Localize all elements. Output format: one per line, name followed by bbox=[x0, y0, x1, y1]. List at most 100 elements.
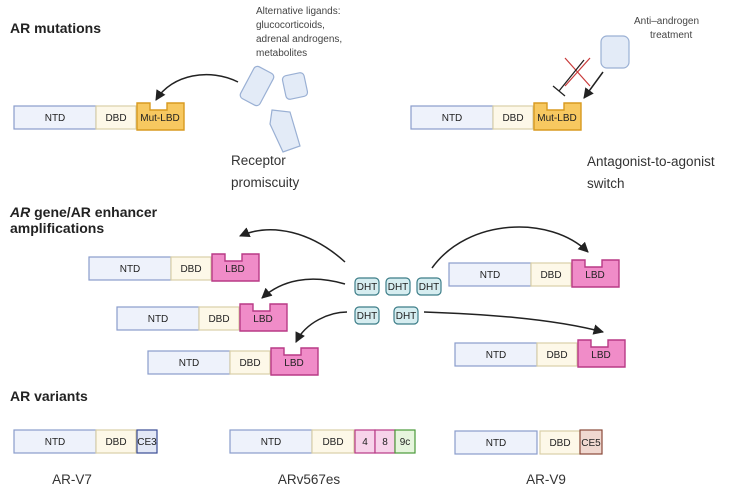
arrow-ligand-to-receptor bbox=[155, 73, 239, 101]
lbd-box bbox=[211, 253, 260, 282]
dbd-box bbox=[229, 350, 271, 375]
dht-ligand bbox=[416, 277, 442, 296]
dbd-label: DBD bbox=[502, 113, 523, 124]
ligands-note-line2: glucocorticoids, bbox=[256, 20, 325, 31]
ce5-exon-label: CE5 bbox=[581, 438, 601, 449]
inhibition-line bbox=[558, 59, 585, 92]
exon-9c-box bbox=[394, 429, 416, 454]
lbd-label: LBD bbox=[253, 314, 272, 325]
heading-amplifications-line1: AR gene/AR enhancer bbox=[9, 204, 158, 220]
dbd-label: DBD bbox=[105, 437, 126, 448]
dbd-label: DBD bbox=[540, 270, 561, 281]
mut-lbd-label: Mut-LBD bbox=[537, 113, 576, 124]
inhibition-bar bbox=[552, 85, 566, 97]
dht-ligand bbox=[393, 306, 419, 325]
caption-receptor-line2: promiscuity bbox=[231, 175, 300, 190]
lbd-label: LBD bbox=[225, 264, 244, 275]
mut-lbd-box bbox=[533, 102, 582, 131]
arrow-dht-to-receptor-2 bbox=[261, 278, 346, 299]
amplification-group: NTD DBD LBD NTD DBD LBD NTD DBD LBD NTD … bbox=[88, 226, 626, 376]
lbd-label: LBD bbox=[585, 270, 604, 281]
ntd-label: NTD bbox=[148, 314, 169, 325]
ntd-label: NTD bbox=[442, 113, 463, 124]
dbd-label: DBD bbox=[549, 438, 570, 449]
arrow-dht-to-receptor-5 bbox=[423, 311, 605, 335]
variant-name-ar-v7: AR-V7 bbox=[52, 472, 92, 487]
ntd-label: NTD bbox=[120, 264, 141, 275]
mutation-right-group: Anti–androgen treatment NTD DBD Mut-LBD … bbox=[410, 16, 715, 191]
heading-ar-variants: AR variants bbox=[10, 388, 88, 404]
ntd-label: NTD bbox=[45, 437, 66, 448]
variant-ar-v9: NTD DBD CE5 AR-V9 bbox=[454, 429, 603, 487]
mut-lbd-box bbox=[136, 102, 185, 131]
dbd-box bbox=[198, 306, 240, 331]
red-cross-line-2 bbox=[564, 57, 591, 87]
arrow-dht-to-receptor-4 bbox=[431, 226, 589, 269]
dbd-label: DBD bbox=[239, 358, 260, 369]
ntd-label: NTD bbox=[261, 437, 282, 448]
variant-arv567es: NTD DBD 4 8 9c ARv567es bbox=[229, 429, 416, 487]
ligands-note-line1: Alternative ligands: bbox=[256, 6, 341, 17]
variant-name-ar-v9: AR-V9 bbox=[526, 472, 566, 487]
ligand-shape-wedge bbox=[269, 109, 301, 153]
ntd-label: NTD bbox=[486, 350, 507, 361]
treatment-note-line1: Anti–androgen bbox=[634, 16, 699, 27]
ligands-note-line3: adrenal androgens, bbox=[256, 34, 342, 45]
exon-8-label: 8 bbox=[382, 437, 388, 448]
dht-ligand bbox=[354, 277, 380, 296]
dht-ligand bbox=[354, 306, 380, 325]
dht-label: DHT bbox=[396, 311, 417, 322]
mut-lbd-label: Mut-LBD bbox=[140, 113, 179, 124]
mutation-left-group: Alternative ligands: glucocorticoids, ad… bbox=[13, 6, 342, 190]
ntd-label: NTD bbox=[179, 358, 200, 369]
antiandrogen-shape bbox=[600, 35, 630, 69]
ce3-exon-box bbox=[136, 429, 158, 454]
treatment-note-line2: treatment bbox=[650, 30, 692, 41]
ntd-label: NTD bbox=[480, 270, 501, 281]
dht-label: DHT bbox=[357, 282, 378, 293]
exon-4-label: 4 bbox=[362, 437, 368, 448]
heading-amplifications-italic: AR bbox=[9, 204, 31, 220]
lbd-box bbox=[571, 259, 620, 288]
exon-9c-label: 9c bbox=[400, 437, 411, 448]
dbd-label: DBD bbox=[546, 350, 567, 361]
variant-ar-v7: NTD DBD CE3 AR-V7 bbox=[13, 429, 158, 487]
ligands-note-line4: metabolites bbox=[256, 48, 307, 59]
caption-receptor-line1: Receptor bbox=[231, 153, 286, 168]
dbd-box bbox=[536, 342, 578, 367]
arrow-dht-to-receptor-1 bbox=[239, 227, 346, 263]
ntd-label: NTD bbox=[45, 113, 66, 124]
caption-switch-line1: Antagonist-to-agonist bbox=[587, 154, 715, 169]
ce5-exon-box bbox=[579, 429, 603, 455]
lbd-label: LBD bbox=[284, 358, 303, 369]
heading-ar-mutations: AR mutations bbox=[10, 20, 101, 36]
lbd-box bbox=[270, 347, 319, 376]
dbd-box bbox=[492, 105, 534, 130]
dht-label: DHT bbox=[357, 311, 378, 322]
arrow-treatment-to-receptor bbox=[583, 71, 604, 99]
dbd-box bbox=[170, 256, 212, 281]
ntd-label: NTD bbox=[486, 438, 507, 449]
ligand-shape-square bbox=[281, 72, 309, 100]
ligand-shape-oval bbox=[239, 65, 275, 107]
caption-switch-line2: switch bbox=[587, 176, 625, 191]
dbd-label: DBD bbox=[208, 314, 229, 325]
ntd-box bbox=[454, 430, 538, 455]
dbd-box bbox=[95, 429, 137, 454]
dbd-label: DBD bbox=[322, 437, 343, 448]
lbd-box bbox=[577, 339, 626, 368]
dht-label: DHT bbox=[419, 282, 440, 293]
dbd-box bbox=[95, 105, 137, 130]
dht-label: DHT bbox=[388, 282, 409, 293]
arrow-dht-to-receptor-3 bbox=[295, 311, 348, 343]
heading-amplifications-line2: amplifications bbox=[10, 220, 104, 236]
heading-amplifications-rest: gene/AR enhancer bbox=[30, 204, 157, 220]
dbd-label: DBD bbox=[180, 264, 201, 275]
lbd-label: LBD bbox=[591, 350, 610, 361]
dht-ligand bbox=[385, 277, 411, 296]
variant-name-arv567es: ARv567es bbox=[278, 472, 341, 487]
dbd-box bbox=[530, 262, 572, 287]
dbd-box bbox=[311, 429, 355, 454]
dbd-label: DBD bbox=[105, 113, 126, 124]
